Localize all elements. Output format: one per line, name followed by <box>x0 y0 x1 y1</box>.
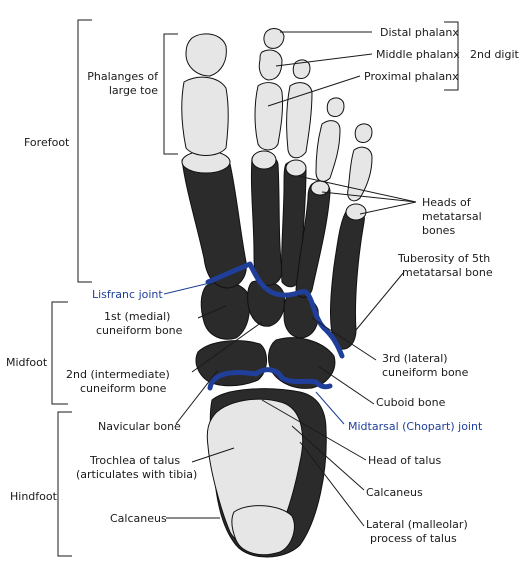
region-midfoot: Midfoot <box>6 356 48 369</box>
label-calcaneus-left: Calcaneus <box>110 512 167 525</box>
label-phalanges-large-toe-2: large toe <box>109 84 158 97</box>
leader-tuberosity <box>355 271 405 331</box>
metatarsal-head-5 <box>345 203 367 221</box>
label-trochlea-2: (articulates with tibia) <box>76 468 197 481</box>
label-lateral-process-2: process of talus <box>370 532 457 545</box>
label-medial-cuneiform-2: cuneiform bone <box>96 324 183 337</box>
digit5-proximal-phalanx <box>347 146 373 202</box>
label-intermediate-cuneiform-1: 2nd (intermediate) <box>66 368 170 381</box>
digit4-proximal-phalanx <box>315 120 341 182</box>
large-toe-bracket <box>163 33 178 155</box>
label-calcaneus-right: Calcaneus <box>366 486 423 499</box>
metatarsal-head-3 <box>285 159 307 177</box>
leader-trochlea <box>191 447 235 463</box>
leader-head-talus <box>261 399 367 461</box>
digit5-distal-phalanx <box>354 123 373 143</box>
leader-chopart <box>315 391 345 425</box>
label-chopart-joint: Midtarsal (Chopart) joint <box>348 420 483 433</box>
navicular-bone <box>195 340 267 387</box>
forefoot-bracket <box>77 19 92 283</box>
leader-proximal-phalanx <box>267 75 361 107</box>
hallux-proximal-phalanx <box>181 76 229 156</box>
leader-intermediate-cuneiform <box>191 321 263 373</box>
metatarsal-4 <box>295 181 331 298</box>
label-lateral-cuneiform-1: 3rd (lateral) <box>382 352 448 365</box>
hindfoot-bracket <box>57 411 72 557</box>
midfoot-bracket <box>51 301 68 405</box>
metatarsal-head-2 <box>251 150 277 170</box>
second-digit-bracket <box>444 21 459 91</box>
leader-calcaneus-right <box>291 425 365 491</box>
label-cuboid: Cuboid bone <box>376 396 446 409</box>
metatarsal-5 <box>330 206 365 350</box>
label-tuberosity-1: Tuberosity of 5th <box>397 252 490 265</box>
label-distal-phalanx: Distal phalanx <box>380 26 459 39</box>
labels: Forefoot Midfoot Hindfoot Phalanges of l… <box>6 26 520 545</box>
label-head-talus: Head of talus <box>368 454 441 467</box>
leader-heads-3 <box>359 201 417 215</box>
leader-lines <box>163 31 417 527</box>
label-intermediate-cuneiform-2: cuneiform bone <box>80 382 167 395</box>
digit2-middle-phalanx <box>258 49 283 81</box>
leader-navicular <box>175 369 219 425</box>
digit2-proximal-phalanx <box>254 82 283 151</box>
chopart-joint-line <box>207 367 333 391</box>
medial-cuneiform-bone <box>200 281 250 340</box>
leader-cuboid <box>317 365 375 405</box>
hallux-distal-phalanx <box>185 33 227 77</box>
leader-lisfranc <box>163 281 215 295</box>
label-medial-cuneiform-1: 1st (medial) <box>104 310 170 323</box>
digit4-distal-phalanx <box>326 97 345 117</box>
label-navicular: Navicular bone <box>98 420 181 433</box>
label-heads-metatarsal-3: bones <box>422 224 455 237</box>
digit2-distal-phalanx <box>263 28 285 49</box>
label-middle-phalanx: Middle phalanx <box>376 48 460 61</box>
leader-lateral-cuneiform <box>311 317 377 361</box>
calcaneus-posterior <box>231 505 295 556</box>
region-brackets <box>51 19 459 557</box>
label-tuberosity-2: metatarsal bone <box>402 266 493 279</box>
digit3-proximal-phalanx <box>286 82 313 159</box>
label-lateral-cuneiform-2: cuneiform bone <box>382 366 469 379</box>
region-forefoot: Forefoot <box>24 136 70 149</box>
cuboid-bone <box>268 337 336 389</box>
label-phalanges-large-toe-1: Phalanges of <box>87 70 159 83</box>
label-heads-metatarsal-1: Heads of <box>422 196 472 209</box>
label-proximal-phalanx: Proximal phalanx <box>364 70 459 83</box>
label-trochlea-1: Trochlea of talus <box>89 454 180 467</box>
leader-heads-1 <box>297 175 417 203</box>
region-hindfoot: Hindfoot <box>10 490 58 503</box>
leader-heads-2 <box>321 191 417 203</box>
digit3-distal-phalanx <box>292 59 311 79</box>
label-lisfranc-joint: Lisfranc joint <box>92 288 163 301</box>
lisfranc-joint-line <box>205 261 345 359</box>
leader-lateral-process <box>299 441 365 527</box>
leader-medial-cuneiform <box>197 305 227 319</box>
metatarsal-2 <box>250 154 283 286</box>
leader-middle-phalanx <box>275 53 373 67</box>
label-heads-metatarsal-2: metatarsal <box>422 210 482 223</box>
label-second-digit: 2nd digit <box>470 48 520 61</box>
foot-skeleton <box>181 28 373 558</box>
label-lateral-process-1: Lateral (malleolar) <box>366 518 468 531</box>
